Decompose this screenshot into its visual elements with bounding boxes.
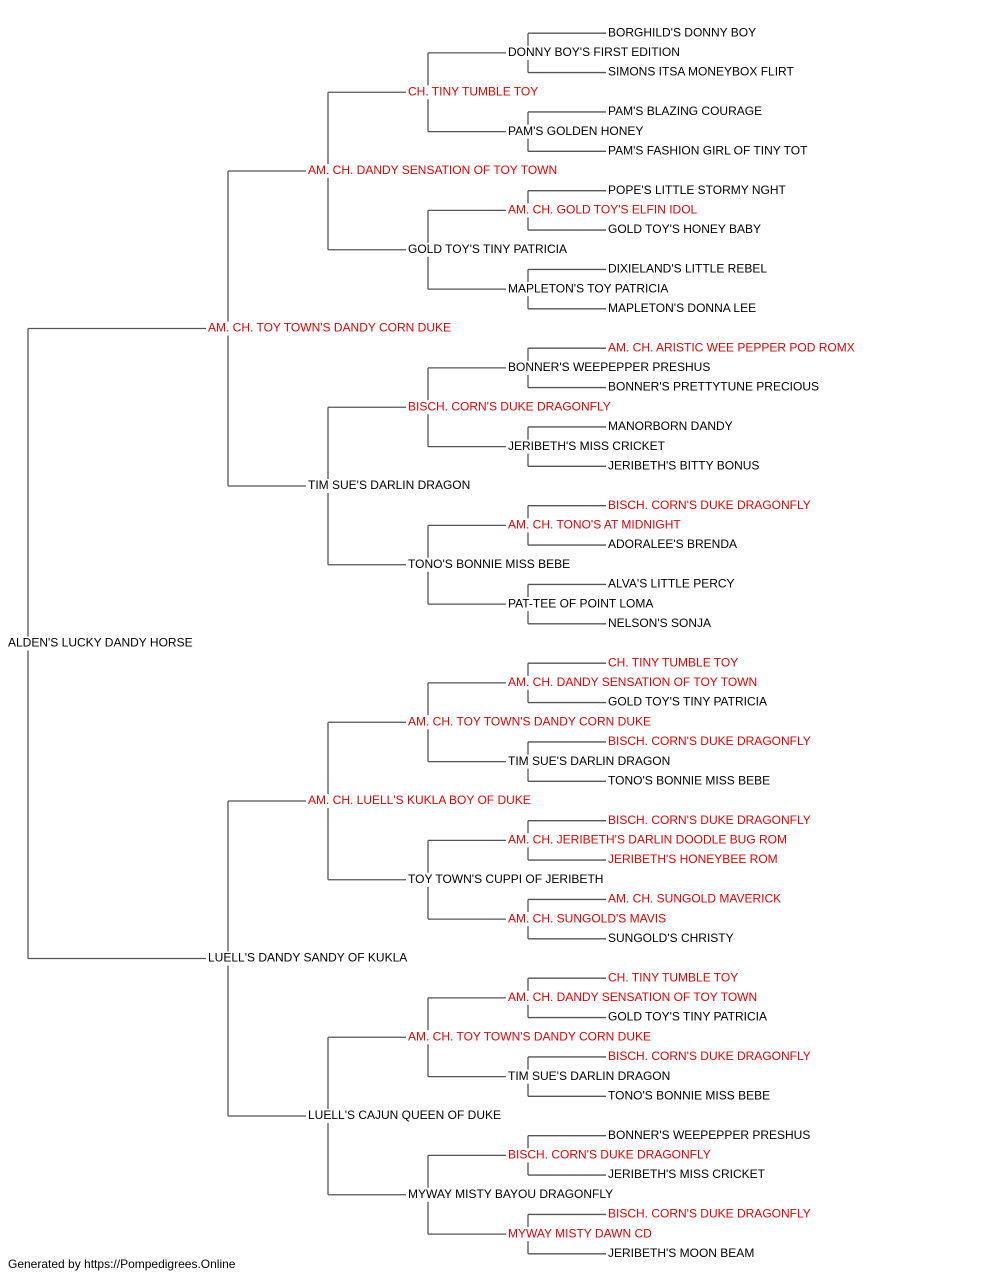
pedigree-name: BISCH. CORN'S DUKE DRAGONFLY [508,1148,711,1162]
pedigree-name: GOLD TOY'S HONEY BABY [608,222,761,236]
pedigree-name: DIXIELAND'S LITTLE REBEL [608,262,767,276]
pedigree-name: AM. CH. ARISTIC WEE PEPPER POD ROMX [608,340,855,354]
pedigree-name: TONO'S BONNIE MISS BEBE [608,1088,770,1102]
pedigree-name: DONNY BOY'S FIRST EDITION [508,45,680,59]
footer-credit: Generated by https://Pompedigrees.Online [8,1257,236,1271]
pedigree-name: BISCH. CORN'S DUKE DRAGONFLY [608,734,811,748]
pedigree-name: LUELL'S DANDY SANDY OF KUKLA [208,951,407,965]
pedigree-name: ADORALEE'S BRENDA [608,537,737,551]
pedigree-name: BISCH. CORN'S DUKE DRAGONFLY [408,399,611,413]
pedigree-name: ALVA'S LITTLE PERCY [608,577,735,591]
pedigree-name: MANORBORN DANDY [608,419,733,433]
pedigree-name: JERIBETH'S MISS CRICKET [608,1167,766,1181]
pedigree-name: ALDEN'S LUCKY DANDY HORSE [8,636,193,650]
pedigree-name: MAPLETON'S DONNA LEE [608,301,756,315]
pedigree-name: BISCH. CORN'S DUKE DRAGONFLY [608,813,811,827]
pedigree-name: TONO'S BONNIE MISS BEBE [608,773,770,787]
pedigree-name: GOLD TOY'S TINY PATRICIA [608,1010,767,1024]
pedigree-name: TIM SUE'S DARLIN DRAGON [508,1069,670,1083]
pedigree-name: MYWAY MISTY BAYOU DRAGONFLY [408,1187,613,1201]
pedigree-name: CH. TINY TUMBLE TOY [608,655,738,669]
pedigree-name: PAM'S BLAZING COURAGE [608,104,762,118]
pedigree-name: AM. CH. TOY TOWN'S DANDY CORN DUKE [208,321,451,335]
pedigree-name: AM. CH. DANDY SENSATION OF TOY TOWN [508,990,757,1004]
pedigree-name: AM. CH. LUELL'S KUKLA BOY OF DUKE [308,793,531,807]
pedigree-name: SUNGOLD'S CHRISTY [608,931,734,945]
pedigree-name: BONNER'S WEEPEPPER PRESHUS [608,1128,810,1142]
pedigree-name: TIM SUE'S DARLIN DRAGON [508,754,670,768]
pedigree-name: SIMONS ITSA MONEYBOX FLIRT [608,65,794,79]
pedigree-name: AM. CH. DANDY SENSATION OF TOY TOWN [508,675,757,689]
pedigree-name: MYWAY MISTY DAWN CD [508,1226,652,1240]
pedigree-name: BISCH. CORN'S DUKE DRAGONFLY [608,1207,811,1221]
pedigree-name: AM. CH. TONO'S AT MIDNIGHT [508,518,681,532]
pedigree-name: CH. TINY TUMBLE TOY [608,970,738,984]
pedigree-name: GOLD TOY'S TINY PATRICIA [608,695,767,709]
pedigree-name: PAT-TEE OF POINT LOMA [508,596,653,610]
pedigree-name: TONO'S BONNIE MISS BEBE [408,557,570,571]
pedigree-name: CH. TINY TUMBLE TOY [408,84,538,98]
pedigree-name: AM. CH. TOY TOWN'S DANDY CORN DUKE [408,714,651,728]
pedigree-name: BONNER'S PRETTYTUNE PRECIOUS [608,380,819,394]
pedigree-name: TIM SUE'S DARLIN DRAGON [308,478,470,492]
pedigree-name: AM. CH. TOY TOWN'S DANDY CORN DUKE [408,1029,651,1043]
pedigree-name: BISCH. CORN'S DUKE DRAGONFLY [608,498,811,512]
pedigree-name: JERIBETH'S MISS CRICKET [508,439,666,453]
pedigree-name: PAM'S FASHION GIRL OF TINY TOT [608,143,808,157]
pedigree-name: POPE'S LITTLE STORMY NGHT [608,183,787,197]
pedigree-name: BISCH. CORN'S DUKE DRAGONFLY [608,1049,811,1063]
pedigree-name: JERIBETH'S HONEYBEE ROM [608,852,778,866]
pedigree-name: MAPLETON'S TOY PATRICIA [508,281,668,295]
pedigree-name: LUELL'S CAJUN QUEEN OF DUKE [308,1108,501,1122]
pedigree-name: NELSON'S SONJA [608,616,711,630]
pedigree-name: AM. CH. SUNGOLD'S MAVIS [508,911,666,925]
pedigree-name: AM. CH. DANDY SENSATION OF TOY TOWN [308,163,557,177]
pedigree-name: AM. CH. GOLD TOY'S ELFIN IDOL [508,203,698,217]
pedigree-name: AM. CH. JERIBETH'S DARLIN DOODLE BUG ROM [508,833,787,847]
pedigree-name: JERIBETH'S BITTY BONUS [608,458,759,472]
pedigree-name: PAM'S GOLDEN HONEY [508,124,643,138]
pedigree-name: GOLD TOY'S TINY PATRICIA [408,242,567,256]
pedigree-name: BORGHILD'S DONNY BOY [608,25,756,39]
pedigree-name: BONNER'S WEEPEPPER PRESHUS [508,360,710,374]
pedigree-name: TOY TOWN'S CUPPI OF JERIBETH [408,872,603,886]
pedigree-name: AM. CH. SUNGOLD MAVERICK [608,892,781,906]
pedigree-name: JERIBETH'S MOON BEAM [608,1246,754,1260]
